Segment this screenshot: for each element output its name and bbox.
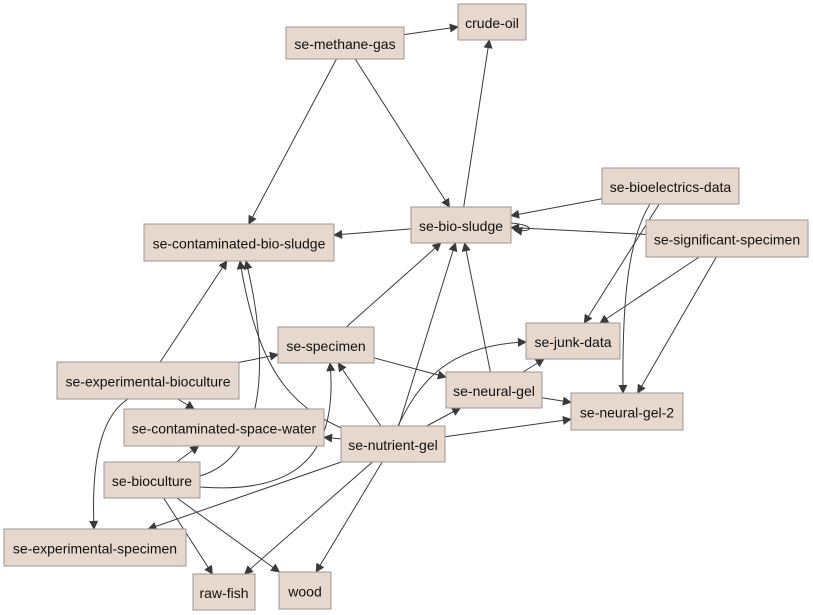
node-label: se-nutrient-gel [348, 437, 438, 453]
node-box[interactable] [123, 408, 325, 447]
node-box[interactable] [277, 326, 375, 364]
node-label: se-bioelectrics-data [610, 179, 732, 195]
node-label: se-neural-gel [453, 383, 535, 399]
edge-se-nutrient-gel-to-se-junk-data [397, 337, 527, 427]
node-se-nutrient-gel[interactable]: se-nutrient-gel [340, 425, 446, 463]
node-box[interactable] [3, 528, 187, 567]
edge-se-neural-gel-to-se-bio-sludge [461, 242, 491, 373]
node-layer: se-methane-gas crude-oil se-bioelectrics-d… [3, 3, 809, 611]
node-box[interactable] [445, 371, 543, 409]
edge-se-methane-gas-to-se-bio-sludge [354, 58, 450, 208]
node-box[interactable] [103, 461, 201, 499]
edge-se-bioculture-to-se-contaminated-bio-sludge [199, 260, 261, 477]
node-box[interactable] [340, 425, 446, 463]
edge-se-nutrient-gel-to-se-neural-gel-2 [444, 415, 572, 438]
edge-se-experimental-bioculture-to-se-contaminated-space-water [177, 398, 195, 410]
node-label: se-experimental-specimen [13, 541, 177, 557]
edge-se-nutrient-gel-to-se-contaminated-space-water [323, 433, 342, 443]
node-label: se-bio-sludge [419, 218, 503, 234]
edge-se-nutrient-gel-to-se-bio-sludge [398, 242, 458, 427]
node-box[interactable] [645, 219, 809, 258]
node-label: se-neural-gel-2 [580, 405, 674, 421]
edge-se-nutrient-gel-to-se-contaminated-bio-sludge [236, 260, 351, 433]
node-se-neural-gel[interactable]: se-neural-gel [445, 371, 543, 409]
node-se-experimental-specimen[interactable]: se-experimental-specimen [3, 528, 187, 567]
node-box[interactable] [143, 223, 335, 262]
edge-se-nutrient-gel-to-raw-fish [243, 461, 373, 575]
node-se-significant-specimen[interactable]: se-significant-specimen [645, 219, 809, 258]
node-se-methane-gas[interactable]: se-methane-gas [285, 26, 405, 60]
node-raw-fish[interactable]: raw-fish [192, 573, 256, 611]
edge-layer [89, 23, 717, 575]
node-label: crude-oil [465, 15, 519, 31]
node-se-specimen[interactable]: se-specimen [277, 326, 375, 364]
node-box[interactable] [285, 26, 405, 60]
node-se-bioculture[interactable]: se-bioculture [103, 461, 201, 499]
edge-se-nutrient-gel-to-se-specimen [337, 362, 382, 427]
node-label: se-experimental-bioculture [66, 374, 231, 390]
edge-se-bioculture-to-raw-fish [163, 497, 213, 575]
node-box[interactable] [278, 571, 332, 610]
edge-se-bioculture-to-wood [176, 497, 281, 573]
edge-se-specimen-to-se-neural-gel [373, 357, 447, 380]
node-box[interactable] [601, 167, 740, 205]
node-box[interactable] [457, 3, 527, 41]
node-label: se-bioculture [112, 473, 192, 489]
edge-se-bioelectrics-data-to-se-neural-gel-2 [618, 203, 651, 394]
node-crude-oil[interactable]: crude-oil [457, 3, 527, 41]
edge-se-experimental-bioculture-to-se-experimental-specimen [89, 398, 129, 530]
node-box[interactable] [570, 392, 684, 431]
edge-se-nutrient-gel-to-se-experimental-specimen [147, 461, 342, 531]
edge-se-bio-sludge-to-se-bio-sludge [510, 222, 530, 236]
edge-se-bio-sludge-to-crude-oil [463, 39, 493, 208]
node-label: se-methane-gas [294, 36, 395, 52]
node-label: se-specimen [286, 338, 365, 354]
node-label: raw-fish [199, 585, 248, 601]
edge-se-methane-gas-to-crude-oil [403, 23, 459, 36]
node-box[interactable] [192, 573, 256, 611]
edge-se-specimen-to-se-bio-sludge [345, 242, 442, 328]
node-se-junk-data[interactable]: se-junk-data [525, 322, 621, 360]
edge-se-bioculture-to-se-specimen [199, 362, 336, 489]
edge-se-bioculture-to-se-contaminated-space-water [176, 445, 200, 463]
edge-se-methane-gas-to-se-contaminated-bio-sludge [248, 58, 337, 225]
node-se-neural-gel-2[interactable]: se-neural-gel-2 [570, 392, 684, 431]
edge-se-bioelectrics-data-to-se-bio-sludge [510, 198, 603, 219]
edge-se-significant-specimen-to-se-junk-data [599, 256, 700, 324]
edge-se-nutrient-gel-to-wood [315, 461, 383, 573]
node-wood[interactable]: wood [278, 571, 332, 610]
node-se-bio-sludge[interactable]: se-bio-sludge [410, 206, 512, 244]
edge-se-bio-sludge-to-se-contaminated-bio-sludge [333, 228, 412, 239]
node-se-bioelectrics-data[interactable]: se-bioelectrics-data [601, 167, 740, 205]
node-se-experimental-bioculture[interactable]: se-experimental-bioculture [56, 361, 240, 400]
edge-se-significant-specimen-to-se-bio-sludge [510, 223, 647, 235]
node-label: se-contaminated-space-water [132, 421, 317, 437]
node-label: se-significant-specimen [654, 232, 800, 248]
node-box[interactable] [525, 322, 621, 360]
node-box[interactable] [56, 361, 240, 400]
node-label: wood [287, 584, 321, 600]
node-se-contaminated-space-water[interactable]: se-contaminated-space-water [123, 408, 325, 447]
node-label: se-contaminated-bio-sludge [153, 236, 326, 252]
edge-se-significant-specimen-to-se-neural-gel-2 [637, 256, 717, 394]
edge-se-neural-gel-to-se-neural-gel-2 [541, 396, 572, 406]
edge-se-experimental-bioculture-to-se-contaminated-bio-sludge [159, 260, 228, 363]
node-box[interactable] [410, 206, 512, 244]
node-label: se-junk-data [534, 334, 611, 350]
node-se-contaminated-bio-sludge[interactable]: se-contaminated-bio-sludge [143, 223, 335, 262]
edge-se-neural-gel-to-se-junk-data [522, 358, 545, 373]
edge-se-nutrient-gel-to-se-neural-gel [426, 407, 462, 427]
edge-se-experimental-bioculture-to-se-specimen [238, 351, 279, 363]
